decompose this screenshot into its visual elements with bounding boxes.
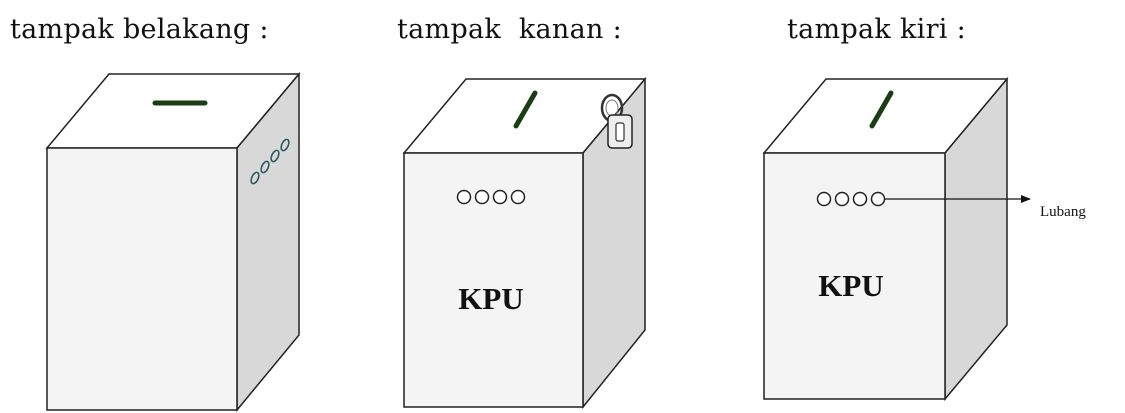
left-view-title: tampak kiri : [787,14,966,45]
side-holes [250,138,290,185]
right-view-title: tampak kanan : [397,14,622,45]
box-front-face [403,152,584,408]
ballot-box-right-view: KPU [402,76,647,410]
kpu-label: KPU [818,268,883,303]
back-view-title: tampak belakang : [10,14,269,45]
ballot-slot [513,90,538,129]
kpu-label: KPU [458,281,523,316]
ballot-box-back-view [45,71,301,413]
box-front-face [763,152,946,400]
lubang-label: Lubang [1040,204,1086,220]
front-holes [816,191,886,207]
ballot-box-left-view: KPU Lubang [762,76,1086,402]
front-holes [456,189,526,205]
box-front-face [46,147,238,411]
ballot-slot [869,90,894,129]
padlock-icon [600,93,633,149]
